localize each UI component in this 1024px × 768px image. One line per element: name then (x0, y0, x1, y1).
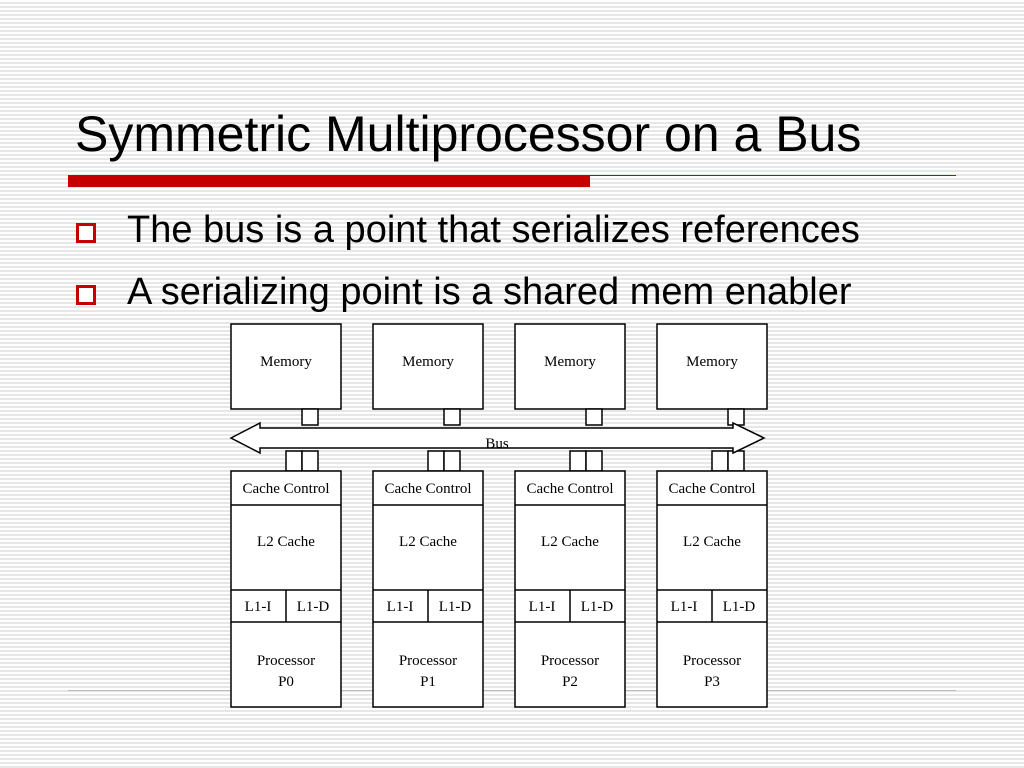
memory-label: Memory (544, 354, 596, 370)
memory-box (230, 323, 342, 410)
cache-bus-connector (711, 450, 729, 472)
l1-i-label: L1-I (529, 599, 556, 615)
bullet-text: The bus is a point that serializes refer… (127, 209, 860, 251)
processor-node-box (514, 470, 626, 708)
processor-label: Processor (683, 653, 741, 669)
bus-arrow (229, 421, 766, 455)
processor-node-box (656, 470, 768, 708)
memory-box (514, 323, 626, 410)
l1-i-label: L1-I (671, 599, 698, 615)
cache-bus-connector (285, 450, 303, 472)
slide-title: Symmetric Multiprocessor on a Bus (75, 106, 862, 162)
processor-id-label: P1 (420, 674, 436, 690)
memory-label: Memory (686, 354, 738, 370)
processor-label: Processor (257, 653, 315, 669)
processor-label: Processor (399, 653, 457, 669)
cache-bus-connector (301, 450, 319, 472)
cache-control-label: Cache Control (384, 481, 471, 497)
l2-cache-label: L2 Cache (257, 534, 315, 550)
cache-control-label: Cache Control (526, 481, 613, 497)
cache-bus-connector (569, 450, 587, 472)
l1-d-label: L1-D (297, 599, 330, 615)
memory-label: Memory (260, 354, 312, 370)
memory-box (656, 323, 768, 410)
footer-rule (68, 690, 956, 691)
cache-bus-connector (427, 450, 445, 472)
l1-i-label: L1-I (245, 599, 272, 615)
memory-box (372, 323, 484, 410)
hollow-square-bullet-icon (76, 285, 96, 305)
processor-node-box (372, 470, 484, 708)
memory-label: Memory (402, 354, 454, 370)
l2-cache-label: L2 Cache (541, 534, 599, 550)
l2-cache-label: L2 Cache (399, 534, 457, 550)
cache-bus-connector (727, 450, 745, 472)
l1-d-label: L1-D (439, 599, 472, 615)
l1-d-label: L1-D (581, 599, 614, 615)
cache-control-label: Cache Control (242, 481, 329, 497)
cache-bus-connector (585, 450, 603, 472)
processor-id-label: P2 (562, 674, 578, 690)
bullet-text: A serializing point is a shared mem enab… (127, 271, 852, 313)
l1-i-label: L1-I (387, 599, 414, 615)
title-rule-accent (68, 175, 590, 187)
cache-control-label: Cache Control (668, 481, 755, 497)
memory-bus-connector (301, 408, 319, 426)
memory-bus-connector (727, 408, 745, 426)
l1-d-label: L1-D (723, 599, 756, 615)
processor-id-label: P3 (704, 674, 720, 690)
processor-node-box (230, 470, 342, 708)
memory-bus-connector (585, 408, 603, 426)
processor-label: Processor (541, 653, 599, 669)
cache-bus-connector (443, 450, 461, 472)
hollow-square-bullet-icon (76, 223, 96, 243)
bus-label: Bus (485, 436, 509, 452)
processor-id-label: P0 (278, 674, 294, 690)
memory-bus-connector (443, 408, 461, 426)
l2-cache-label: L2 Cache (683, 534, 741, 550)
